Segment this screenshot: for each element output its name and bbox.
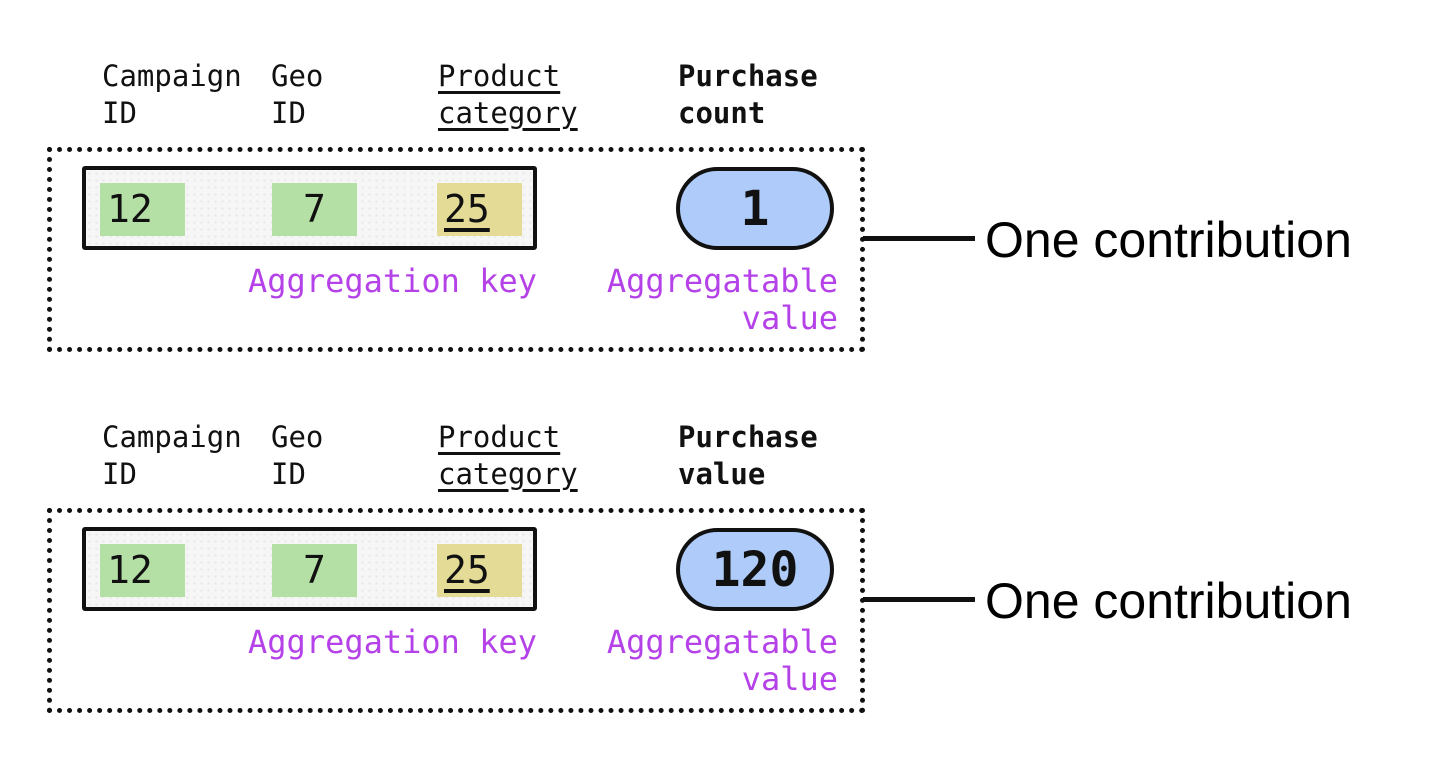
aggregatable-label-line: Aggregatable	[606, 623, 838, 661]
header-line: Geo	[271, 59, 324, 93]
product-category-cell: 25	[437, 544, 522, 597]
header-line: Purchase	[678, 59, 818, 93]
aggregatable-label-line: value	[741, 660, 838, 698]
one-contribution-label: One contribution	[985, 212, 1352, 268]
header-line: ID	[271, 457, 306, 491]
product-category-value: 25	[444, 187, 490, 231]
aggregation-key-label: Aggregation key	[248, 623, 537, 661]
geo-id-cell: 7	[272, 183, 357, 236]
header-line: ID	[102, 457, 137, 491]
header-line-underlined: Product	[438, 420, 561, 454]
aggregatable-value-pill: 1	[676, 167, 834, 250]
header-line: Purchase	[678, 420, 818, 454]
aggregatable-label-line: Aggregatable	[606, 262, 838, 300]
header-line: Geo	[271, 420, 324, 454]
header-line: ID	[102, 96, 137, 130]
header-line-underlined: category	[438, 457, 578, 491]
record-row	[82, 166, 537, 250]
callout-connector-line	[863, 597, 975, 602]
aggregation-key-label: Aggregation key	[248, 262, 537, 300]
header-line-underlined: Product	[438, 59, 561, 93]
aggregatable-label-line: value	[741, 299, 838, 337]
header-line: ID	[271, 96, 306, 130]
aggregatable-value-pill: 120	[676, 528, 834, 611]
header-line: value	[678, 457, 766, 491]
product-category-value: 25	[444, 548, 490, 592]
campaign-id-cell: 12	[100, 544, 185, 597]
contribution-boundary	[47, 508, 865, 713]
header-line-underlined: category	[438, 96, 578, 130]
header-line: Campaign	[102, 420, 242, 454]
one-contribution-label: One contribution	[985, 573, 1352, 629]
header-line: count	[678, 96, 766, 130]
geo-id-cell: 7	[272, 544, 357, 597]
header-line: Campaign	[102, 59, 242, 93]
contribution-boundary	[47, 147, 865, 352]
callout-connector-line	[863, 236, 975, 241]
campaign-id-cell: 12	[100, 183, 185, 236]
product-category-cell: 25	[437, 183, 522, 236]
